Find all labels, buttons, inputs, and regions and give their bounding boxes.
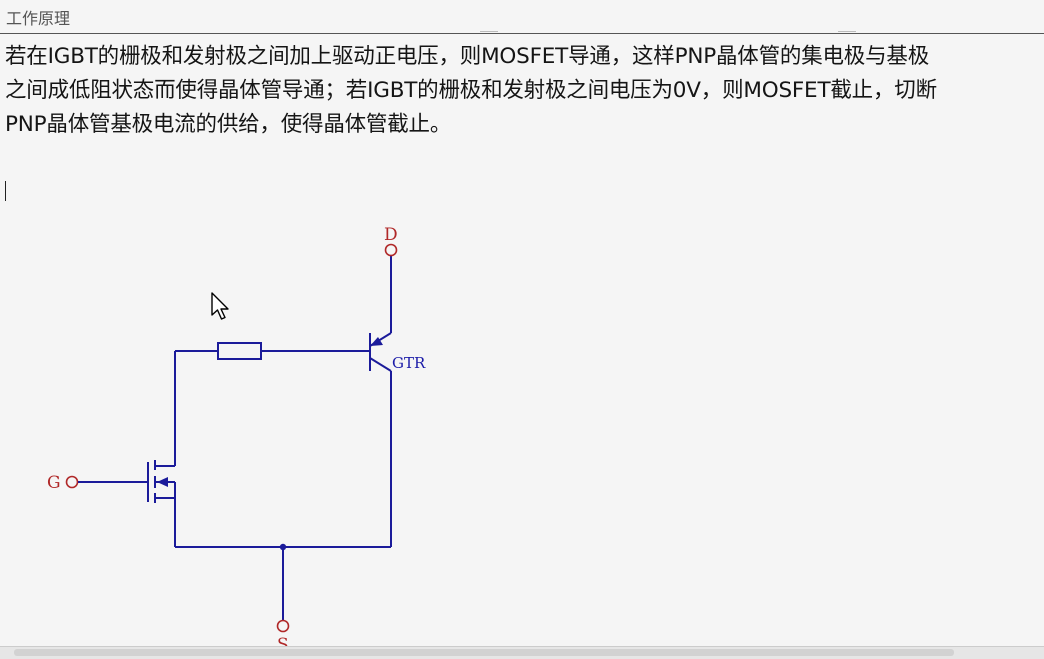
gtr-transistor	[369, 332, 392, 372]
gtr-arrow-icon	[370, 337, 383, 346]
source-terminal	[276, 619, 290, 633]
section-title: 工作原理	[6, 9, 71, 28]
ruler-tick	[838, 31, 856, 32]
drain-terminal	[384, 243, 398, 257]
document-header: 工作原理	[0, 0, 1044, 34]
text-caret	[5, 181, 6, 201]
body-paragraph: 若在IGBT的栅极和发射极之间加上驱动正电压，则MOSFET导通，这样PNP晶体…	[5, 40, 1039, 142]
paragraph-line: PNP晶体管基极电流的供给，使得晶体管截止。	[5, 112, 452, 137]
mouse-pointer-icon	[211, 292, 229, 320]
mosfet	[147, 460, 176, 503]
gtr-label: GTR	[392, 354, 426, 372]
paragraph-line: 之间成低阻状态而使得晶体管导通；若IGBT的栅极和发射极之间电压为0V，则MOS…	[5, 78, 937, 103]
drain-label: D	[384, 225, 398, 245]
ruler-tick	[480, 31, 498, 32]
gate-terminal	[65, 475, 79, 489]
gate-label: G	[47, 473, 61, 493]
paragraph-line: 若在IGBT的栅极和发射极之间加上驱动正电压，则MOSFET导通，这样PNP晶体…	[5, 44, 930, 69]
scrollbar-thumb[interactable]	[14, 649, 954, 656]
source-label: S	[277, 635, 289, 646]
horizontal-scrollbar[interactable]	[0, 646, 1044, 659]
base-resistor	[217, 342, 262, 360]
igbt-equivalent-circuit: D GTR G S	[47, 225, 426, 646]
mosfet-arrow-icon	[157, 477, 168, 487]
gtr-collector-leg	[369, 357, 392, 372]
